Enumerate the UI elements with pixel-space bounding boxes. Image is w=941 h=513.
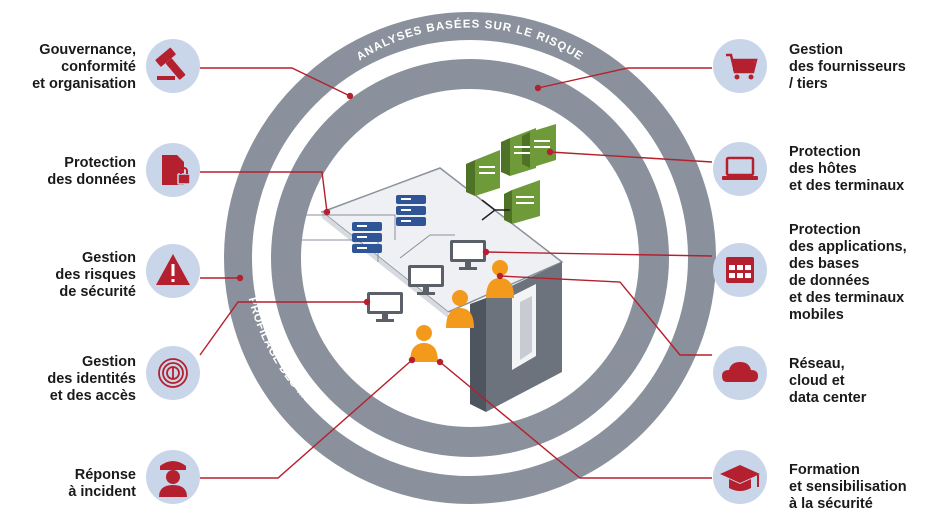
monitor-3 — [367, 292, 403, 322]
connector-dot — [546, 148, 554, 156]
connector-gouvernance — [200, 67, 351, 97]
connector-dot — [408, 356, 416, 364]
connector-fournisseurs — [537, 67, 712, 89]
connector-donnees — [200, 171, 328, 213]
connector-dot — [436, 358, 444, 366]
connector-incident — [200, 359, 413, 479]
laptop-icon — [713, 142, 767, 196]
police-officer-icon — [146, 450, 200, 504]
label-formation: Formation et sensibilisation à la sécuri… — [789, 462, 907, 512]
label-gestion-risques: Gestion des risques de sécurité — [55, 250, 136, 300]
warning-triangle-icon — [146, 244, 200, 298]
label-protection-applications: Protection des applications, des bases d… — [789, 222, 907, 323]
label-protection-donnees: Protection des données — [47, 155, 136, 188]
inner-ring — [271, 59, 669, 457]
blue-server-rack-2 — [352, 222, 382, 253]
connector-dot — [323, 208, 331, 216]
connector-identites — [199, 301, 367, 356]
gavel-icon — [146, 39, 200, 93]
cloud-icon — [713, 346, 767, 400]
graduation-cap-icon — [713, 450, 767, 504]
app-window-icon — [713, 243, 767, 297]
fingerprint-icon — [146, 346, 200, 400]
connector-formation — [439, 361, 712, 479]
connector-dot — [534, 84, 542, 92]
label-protection-hotes: Protection des hôtes et des terminaux — [789, 144, 905, 194]
person-1 — [486, 260, 514, 298]
connector-applications — [485, 251, 713, 257]
label-gouvernance: Gouvernance, conformité et organisation — [32, 42, 136, 92]
connector-dot — [236, 274, 244, 282]
blue-server-rack-1 — [396, 195, 426, 226]
connector-dot — [363, 298, 371, 306]
label-gestion-identites: Gestion des identités et des accès — [47, 354, 136, 404]
person-3 — [410, 325, 438, 362]
ring-text-top: ANALYSES BASÉES SUR LE RISQUE — [355, 18, 586, 64]
connector-dot — [346, 92, 354, 100]
connector-dot — [482, 248, 490, 256]
green-servers — [466, 124, 556, 224]
label-reponse-incident: Réponse à incident — [68, 467, 136, 500]
locked-document-icon — [146, 143, 200, 197]
outer-ring — [224, 12, 716, 504]
monitor-2 — [408, 265, 444, 295]
connector-dot — [496, 272, 504, 280]
connector-hotes — [549, 151, 713, 163]
connector-reseau — [499, 275, 712, 356]
label-gestion-fournisseurs: Gestion des fournisseurs / tiers — [789, 42, 906, 92]
shopping-cart-icon — [713, 39, 767, 93]
connector-lines — [199, 67, 713, 479]
monitor-1 — [450, 240, 486, 270]
label-reseau-cloud: Réseau, cloud et data center — [789, 356, 867, 406]
person-2 — [446, 290, 474, 328]
